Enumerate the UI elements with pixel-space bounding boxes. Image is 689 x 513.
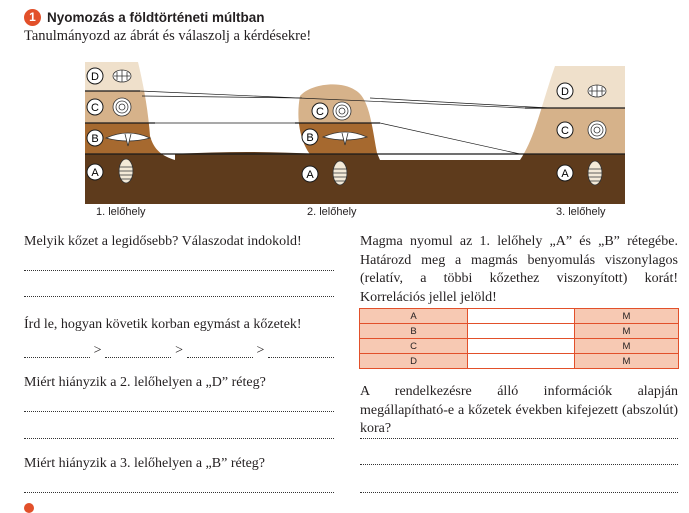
answer-line[interactable] — [360, 464, 678, 465]
layer-cell: C — [359, 338, 468, 354]
magma-intrusion-text: Magma nyomul az 1. lelőhely „A” és „B” r… — [360, 234, 678, 305]
task-title: Nyomozás a földtörténeti múltban — [47, 9, 265, 25]
magma-cell: M — [574, 353, 679, 369]
svg-text:C: C — [561, 125, 569, 137]
site1-letter-b: B — [86, 129, 104, 147]
bivalve-shell-icon — [112, 69, 132, 83]
svg-text:C: C — [316, 106, 324, 118]
table-row: A M — [359, 308, 679, 324]
question-absolute-age: A rendelkezésre álló információk alapján… — [360, 384, 678, 437]
winged-brachiopod-icon — [321, 131, 369, 146]
ammonite-icon — [332, 101, 352, 121]
svg-text:B: B — [306, 132, 313, 144]
task-instruction: Tanulmányozd az ábrát és válaszolj a kér… — [24, 28, 312, 44]
magma-cell: M — [574, 323, 679, 339]
answer-line[interactable] — [24, 411, 334, 412]
layer-cell: D — [359, 353, 468, 369]
site3-letter-c: C — [556, 121, 574, 139]
table-row: D M — [359, 353, 679, 369]
order-slot-4[interactable] — [268, 345, 335, 358]
winged-brachiopod-icon — [104, 132, 152, 147]
next-task-badge — [24, 503, 34, 513]
answer-line[interactable] — [360, 492, 678, 493]
svg-text:D: D — [91, 71, 99, 83]
task-number-badge: 1 — [24, 8, 41, 26]
valley-floor — [175, 152, 315, 160]
trilobite-icon — [332, 160, 348, 186]
correlation-lines — [139, 90, 551, 155]
site2-letter-c: C — [311, 102, 329, 120]
greater-than-sign: > — [256, 343, 265, 358]
answer-line[interactable] — [24, 270, 334, 271]
site3-letter-a: A — [556, 164, 574, 182]
trilobite-icon — [118, 158, 134, 184]
table-row: B M — [359, 323, 679, 339]
svg-text:D: D — [561, 86, 569, 98]
task-header: 1 Nyomozás a földtörténeti múltban — [24, 8, 265, 26]
site-3-label: 3. lelőhely — [556, 206, 606, 218]
answer-cell[interactable] — [467, 338, 575, 354]
layer-cell: A — [359, 308, 468, 324]
svg-text:B: B — [91, 133, 98, 145]
order-slot-2[interactable] — [105, 345, 172, 358]
layer-cell: B — [359, 323, 468, 339]
order-chain: > > > — [24, 343, 335, 358]
svg-text:C: C — [91, 102, 99, 114]
site2-letter-b: B — [301, 128, 319, 146]
site-2-label: 2. lelőhely — [307, 206, 357, 218]
site2-letter-a: A — [301, 165, 319, 183]
site3-letter-d: D — [556, 82, 574, 100]
site-1-label: 1. lelőhely — [96, 206, 146, 218]
order-slot-3[interactable] — [186, 345, 253, 358]
layer-boundary-lines — [85, 90, 625, 155]
answer-line[interactable] — [24, 492, 334, 493]
answer-cell[interactable] — [467, 308, 575, 324]
greater-than-sign: > — [175, 343, 183, 358]
ammonite-icon — [587, 120, 607, 140]
correlation-table: A M B M C M D M — [359, 308, 679, 369]
svg-text:A: A — [561, 168, 569, 180]
answer-line[interactable] — [24, 296, 334, 297]
bivalve-shell-icon — [587, 84, 607, 98]
site1-letter-a: A — [86, 163, 104, 181]
answer-cell[interactable] — [467, 353, 575, 369]
magma-cell: M — [574, 338, 679, 354]
question-missing-d: Miért hiányzik a 2. lelőhelyen a „D” rét… — [24, 375, 266, 390]
layer-a-band — [85, 154, 625, 204]
ammonite-icon — [112, 97, 132, 117]
question-rock-order: Írd le, hogyan követik korban egymást a … — [24, 317, 302, 332]
question-oldest-rock: Melyik kőzet a legidősebb? Válaszodat in… — [24, 234, 302, 249]
site1-letter-d: D — [86, 67, 104, 85]
answer-line[interactable] — [360, 438, 678, 439]
trilobite-icon — [587, 160, 603, 186]
svg-text:A: A — [306, 169, 314, 181]
answer-cell[interactable] — [467, 323, 575, 339]
greater-than-sign: > — [93, 343, 102, 358]
svg-text:A: A — [91, 167, 99, 179]
geology-cross-section: D C B A C B A D C A — [85, 62, 625, 204]
magma-cell: M — [574, 308, 679, 324]
order-slot-1[interactable] — [24, 345, 90, 358]
site1-letter-c: C — [86, 98, 104, 116]
answer-line[interactable] — [24, 438, 334, 439]
question-missing-b: Miért hiányzik a 3. lelőhelyen a „B” rét… — [24, 456, 266, 471]
table-row: C M — [359, 338, 679, 354]
